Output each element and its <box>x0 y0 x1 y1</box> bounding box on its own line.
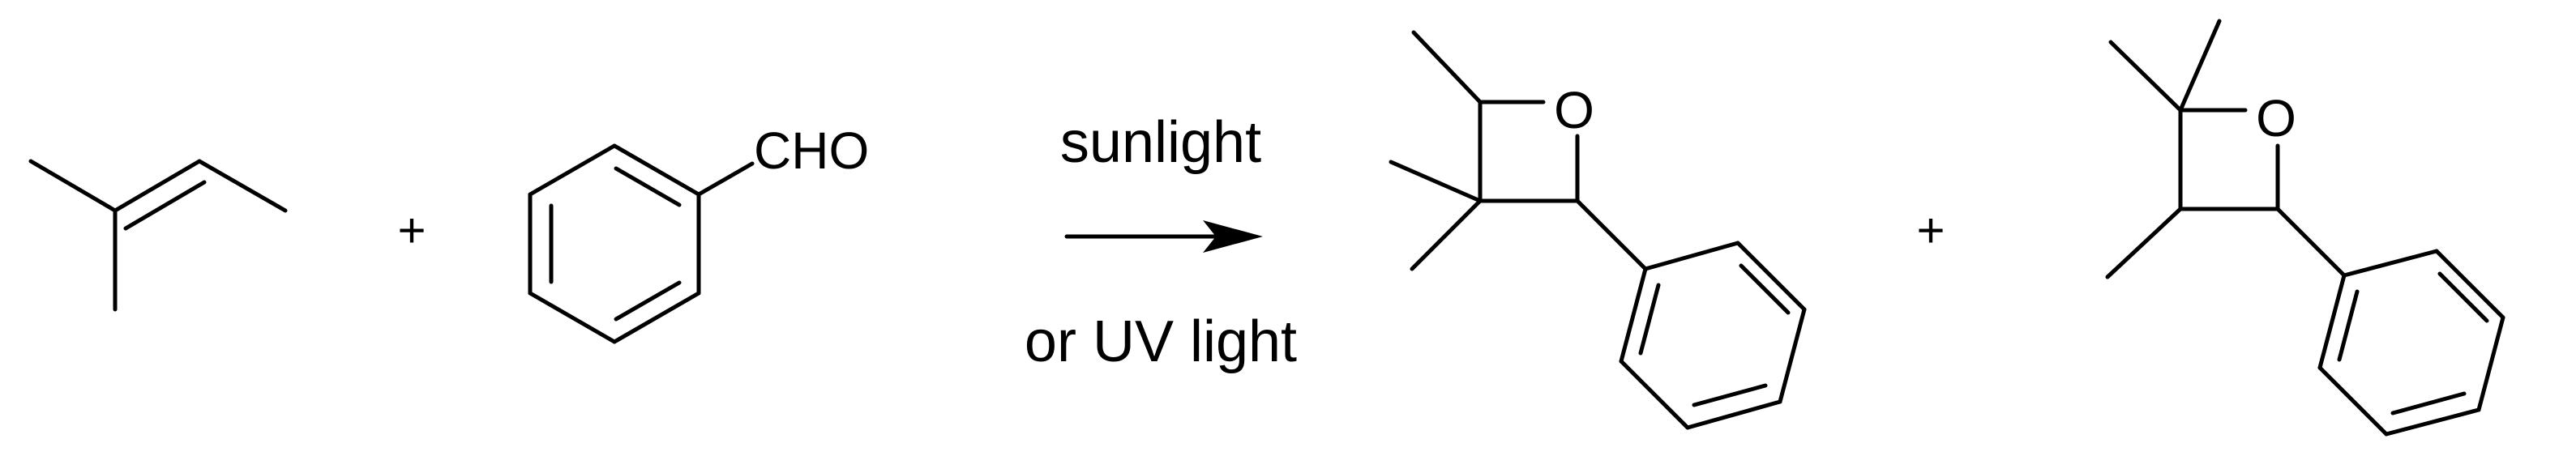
plus-sign-1: + <box>397 203 426 258</box>
formyl-label: CHO <box>754 121 869 180</box>
arrowhead <box>1203 220 1263 253</box>
reactant-alkene <box>28 159 288 312</box>
plus-sign-2: + <box>1916 203 1945 258</box>
oxygen-label-product-1: O <box>1554 81 1594 139</box>
product-oxetane-1: O <box>1389 30 1807 430</box>
condition-above-arrow: sunlight <box>1060 110 1261 175</box>
product-oxetane-2: O <box>2105 19 2505 437</box>
condition-below-arrow: or UV light <box>1025 309 1297 374</box>
oxygen-label-product-2: O <box>2256 89 2296 147</box>
reaction-arrow-group: sunlight or UV light <box>1025 110 1297 374</box>
reactant-benzaldehyde: CHO <box>528 121 869 344</box>
